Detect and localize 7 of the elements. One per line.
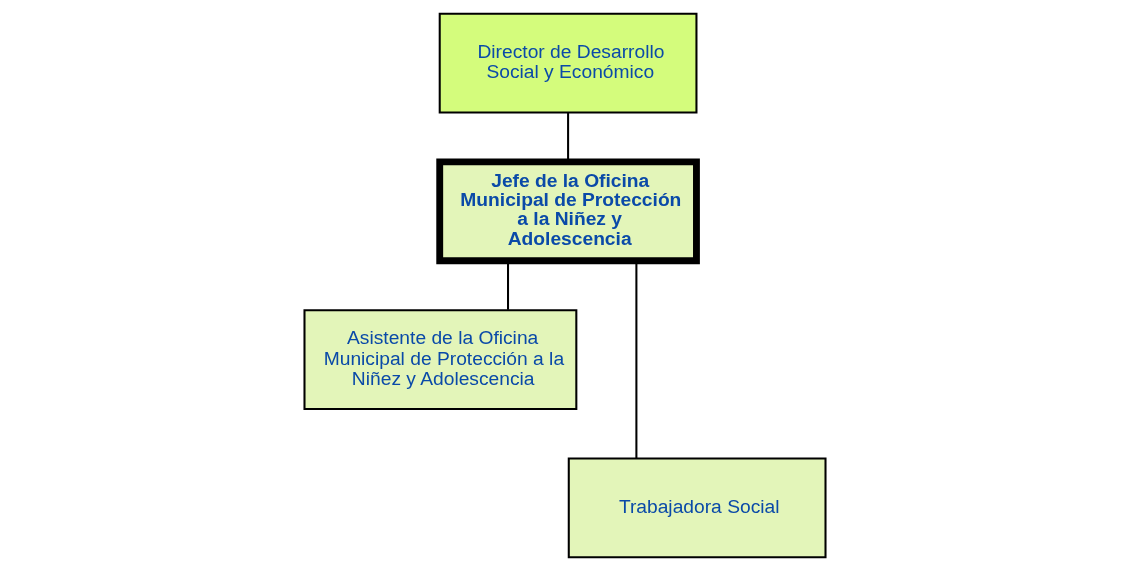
connector (507, 261, 510, 310)
node-box: Jefe de la Oficina Municipal de Protección a la Niñez y Adolescencia (436, 158, 700, 265)
connector (567, 112, 570, 162)
node-box: Asistente de la Oficina Municipal de Protección a la Niñez y Adolescencia (303, 309, 578, 411)
node-box: Director de Desarrollo Social y Económico (438, 12, 698, 114)
connector (635, 261, 638, 459)
node-box: Trabajadora Social (567, 457, 827, 559)
